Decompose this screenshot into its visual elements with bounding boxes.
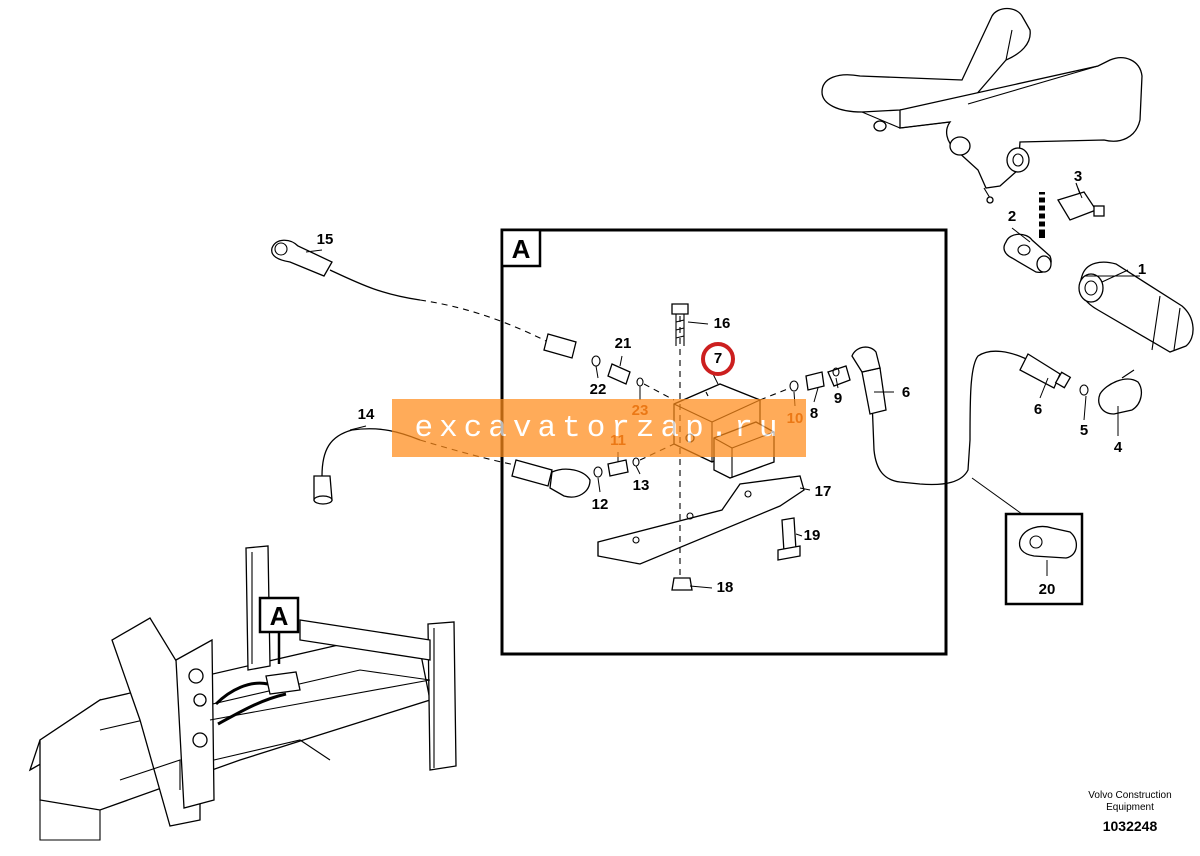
- sensor-part-3: [1039, 182, 1105, 238]
- callout-7: 7: [714, 350, 722, 367]
- leader-line: [813, 387, 819, 403]
- cylinder-part-1: [1078, 261, 1194, 353]
- callout-20: 20: [1039, 581, 1056, 598]
- leader-line: [1083, 395, 1087, 421]
- leader-line: [799, 487, 811, 491]
- callout-1: 1: [1138, 261, 1146, 278]
- leader-line: [1101, 269, 1129, 283]
- lift-arm: [821, 7, 1143, 204]
- callout-6: 6: [902, 384, 910, 401]
- detail-inset-20: [971, 477, 1084, 606]
- callout-15: 15: [317, 231, 334, 248]
- leader-line: [1039, 377, 1049, 399]
- frame-letter: A: [512, 234, 531, 264]
- callout-14: 14: [358, 406, 375, 423]
- callout-9: 9: [834, 390, 842, 407]
- callout-16: 16: [714, 315, 731, 332]
- callout-17: 17: [815, 483, 832, 500]
- watermark-text: excavatorzap.ru: [414, 410, 784, 446]
- highlight-ring: [701, 342, 735, 376]
- leader-line: [1077, 187, 1083, 199]
- bolt-part-19: [777, 517, 801, 561]
- callout-4: 4: [1114, 439, 1123, 456]
- hose-part-15: [271, 239, 577, 359]
- leader-line: [1011, 227, 1031, 243]
- drawing-number: 1032248: [1102, 818, 1158, 834]
- callout-21: 21: [615, 335, 632, 352]
- brand-line-2: Equipment: [1106, 802, 1154, 813]
- callout-labels: 12345667891011121314151617181920212223: [317, 168, 1147, 598]
- leader-line: [349, 425, 367, 431]
- fitting-parts-11-12-13: [593, 443, 675, 478]
- leader-lines: [305, 187, 1129, 589]
- watermark: excavatorzap.ru: [392, 399, 806, 457]
- callout-2: 2: [1008, 208, 1016, 225]
- brand-line-1: Volvo Construction: [1088, 790, 1172, 801]
- brand-text: Volvo Construction Equipment: [1060, 790, 1200, 814]
- callout-12: 12: [592, 496, 609, 513]
- right-hose-assembly: [827, 275, 1143, 486]
- callout-19: 19: [804, 527, 821, 544]
- leader-line: [689, 585, 713, 589]
- callout-22: 22: [590, 381, 607, 398]
- callout-13: 13: [633, 477, 650, 494]
- frame-letter-small: A: [270, 601, 289, 631]
- fitting-parts-8-9-10: [759, 367, 840, 401]
- leader-line: [619, 355, 623, 367]
- leader-line: [635, 465, 641, 475]
- bracket-part-2: [1003, 233, 1052, 273]
- machine-frame: A: [28, 545, 457, 841]
- callout-3: 3: [1074, 168, 1082, 185]
- leader-line: [795, 533, 803, 537]
- nut-part-18: [671, 577, 693, 591]
- leader-line: [835, 377, 839, 389]
- leader-line: [595, 365, 599, 379]
- leader-line: [305, 249, 323, 253]
- mounting-plate-part-17: [597, 475, 805, 565]
- leader-line: [597, 477, 601, 493]
- callout-6: 6: [1034, 401, 1042, 418]
- callout-18: 18: [717, 579, 734, 596]
- detail-frame-a: A: [500, 228, 948, 656]
- callout-8: 8: [810, 405, 818, 422]
- callout-5: 5: [1080, 422, 1088, 439]
- leader-line: [687, 321, 709, 325]
